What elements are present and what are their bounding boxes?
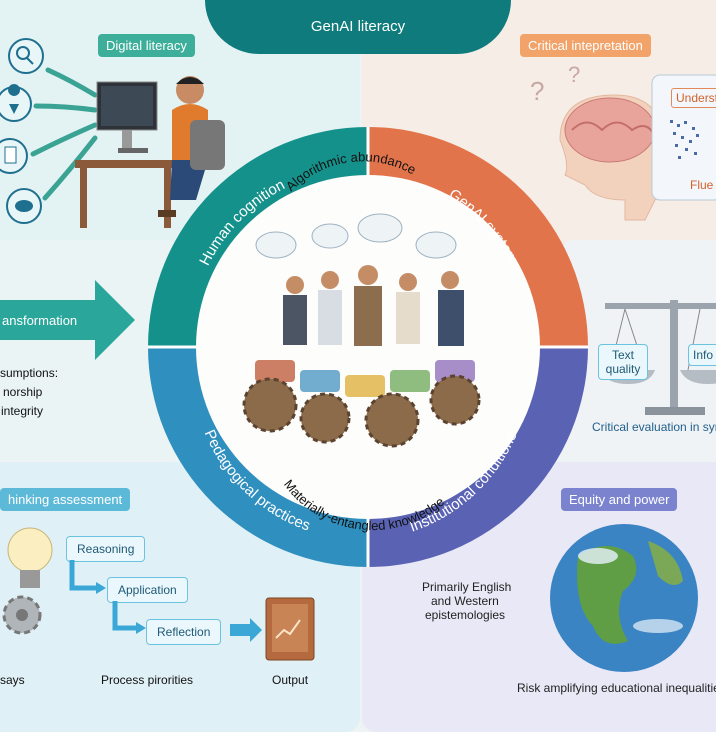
equity-label: Equity and power (561, 488, 678, 511)
globe-icon (550, 524, 698, 672)
output-label: Output (272, 673, 309, 687)
assessment-label: hinking assessment (0, 488, 131, 511)
process-priorities-label: Process pirorities (101, 673, 194, 687)
english-western-line-1: Primarily English (422, 580, 512, 594)
reasoning-step: Reasoning (66, 536, 146, 562)
assessment-flow-arrows (69, 560, 262, 642)
assumptions-line: sumptions: (0, 366, 59, 380)
central-illustration (242, 213, 481, 448)
brain-head-illustration: ? ? (530, 62, 716, 221)
genai-literacy-wheel: Human cognition GenAI systems Pedagogica… (148, 127, 588, 567)
lightbulb-gears-icon (2, 527, 53, 635)
integrity-line: integrity (1, 404, 44, 418)
output-book-icon (265, 597, 315, 661)
understanding-card-text: Underst (671, 88, 716, 108)
transformation-arrow (0, 280, 135, 360)
search-icon (8, 38, 44, 74)
essays-label: says (0, 673, 25, 687)
equity-caption: Risk amplifying educational inequalities (517, 681, 716, 695)
digital-literacy-label: Digital literacy (98, 34, 195, 57)
svg-text:?: ? (530, 76, 544, 106)
fluency-card-text: Flue (690, 178, 714, 192)
digital-literacy-illustration (0, 38, 225, 228)
authorship-line: norship (3, 385, 43, 399)
transformation-label: ansformation (2, 313, 78, 328)
svg-text:?: ? (568, 62, 580, 87)
english-western-line-3: epistemologies (425, 608, 506, 622)
genai-literacy-banner: GenAI literacy (205, 0, 511, 54)
critical-evaluation-caption: Critical evaluation in syn (592, 420, 716, 434)
application-step: Application (107, 577, 188, 603)
reflection-step: Reflection (146, 619, 222, 645)
word-cloud-graphic (670, 120, 699, 159)
english-western-line-2: and Western (431, 594, 499, 608)
text-quality-box: Text quality (598, 344, 648, 380)
info-relevance-box: Info re (688, 344, 716, 366)
critical-interpretation-label: Critical intepretation (520, 34, 651, 57)
